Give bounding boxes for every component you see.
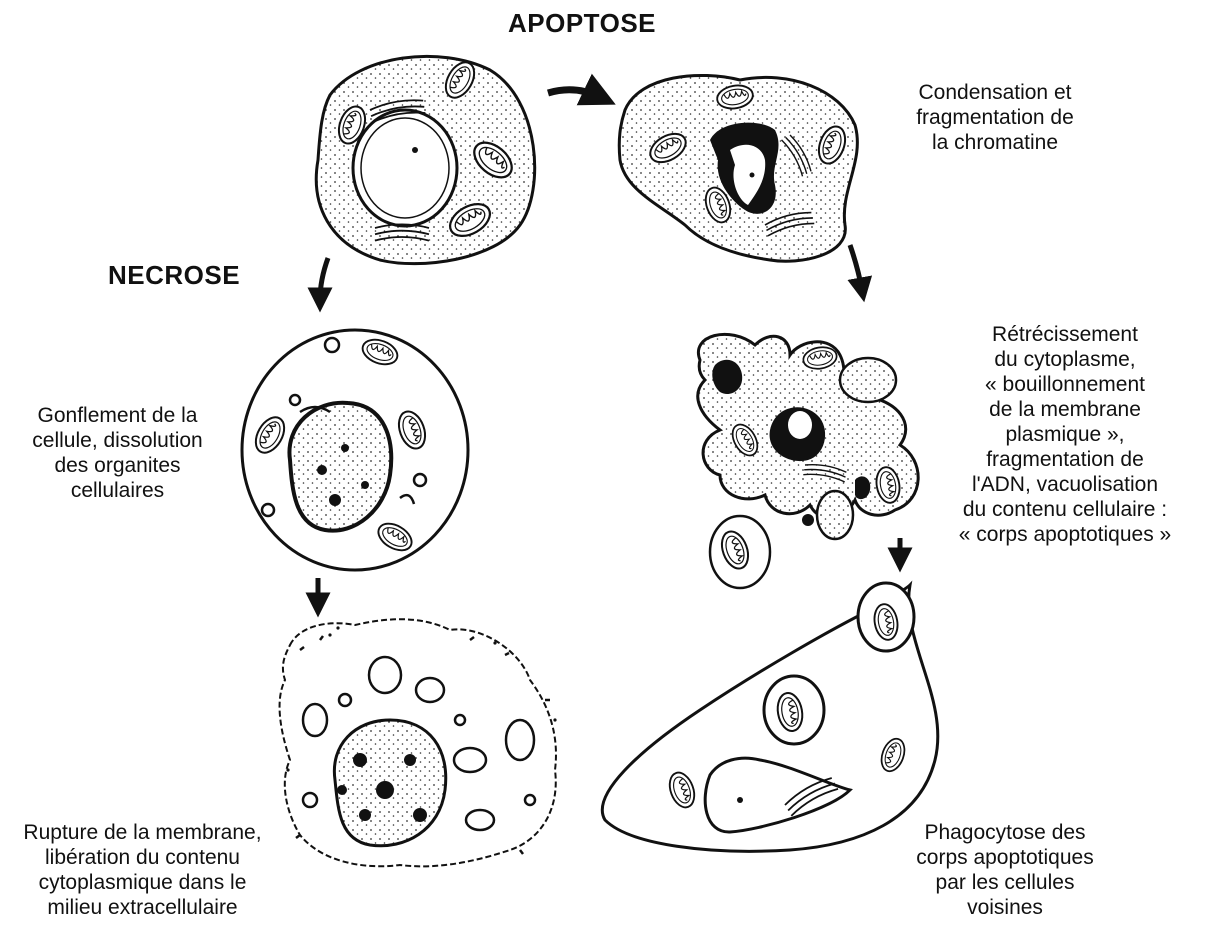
caption-condensation: Condensation et fragmentation de la chro… bbox=[880, 80, 1110, 155]
arrow-to-apoptotic-bodies bbox=[850, 245, 862, 290]
condensed-chromatin-cell bbox=[619, 75, 857, 261]
apoptose-title: APOPTOSE bbox=[508, 8, 656, 39]
arrow-to-condensation bbox=[548, 90, 600, 97]
necrose-title: NECROSE bbox=[108, 260, 240, 291]
caption-phagocytose: Phagocytose des corps apoptotiques par l… bbox=[885, 820, 1125, 920]
normal-cell bbox=[316, 56, 534, 263]
apoptotic-bodies-cell bbox=[698, 334, 918, 588]
arrow-to-swelling bbox=[320, 258, 328, 300]
ruptured-cell bbox=[280, 619, 557, 866]
caption-rupture: Rupture de la membrane, libération du co… bbox=[0, 820, 285, 920]
caption-retrecissement: Rétrécissement du cytoplasme, « bouillon… bbox=[930, 322, 1200, 547]
caption-gonflement: Gonflement de la cellule, dissolution de… bbox=[5, 403, 230, 503]
swollen-cell bbox=[242, 330, 468, 570]
phagocyte-cell bbox=[602, 583, 938, 851]
